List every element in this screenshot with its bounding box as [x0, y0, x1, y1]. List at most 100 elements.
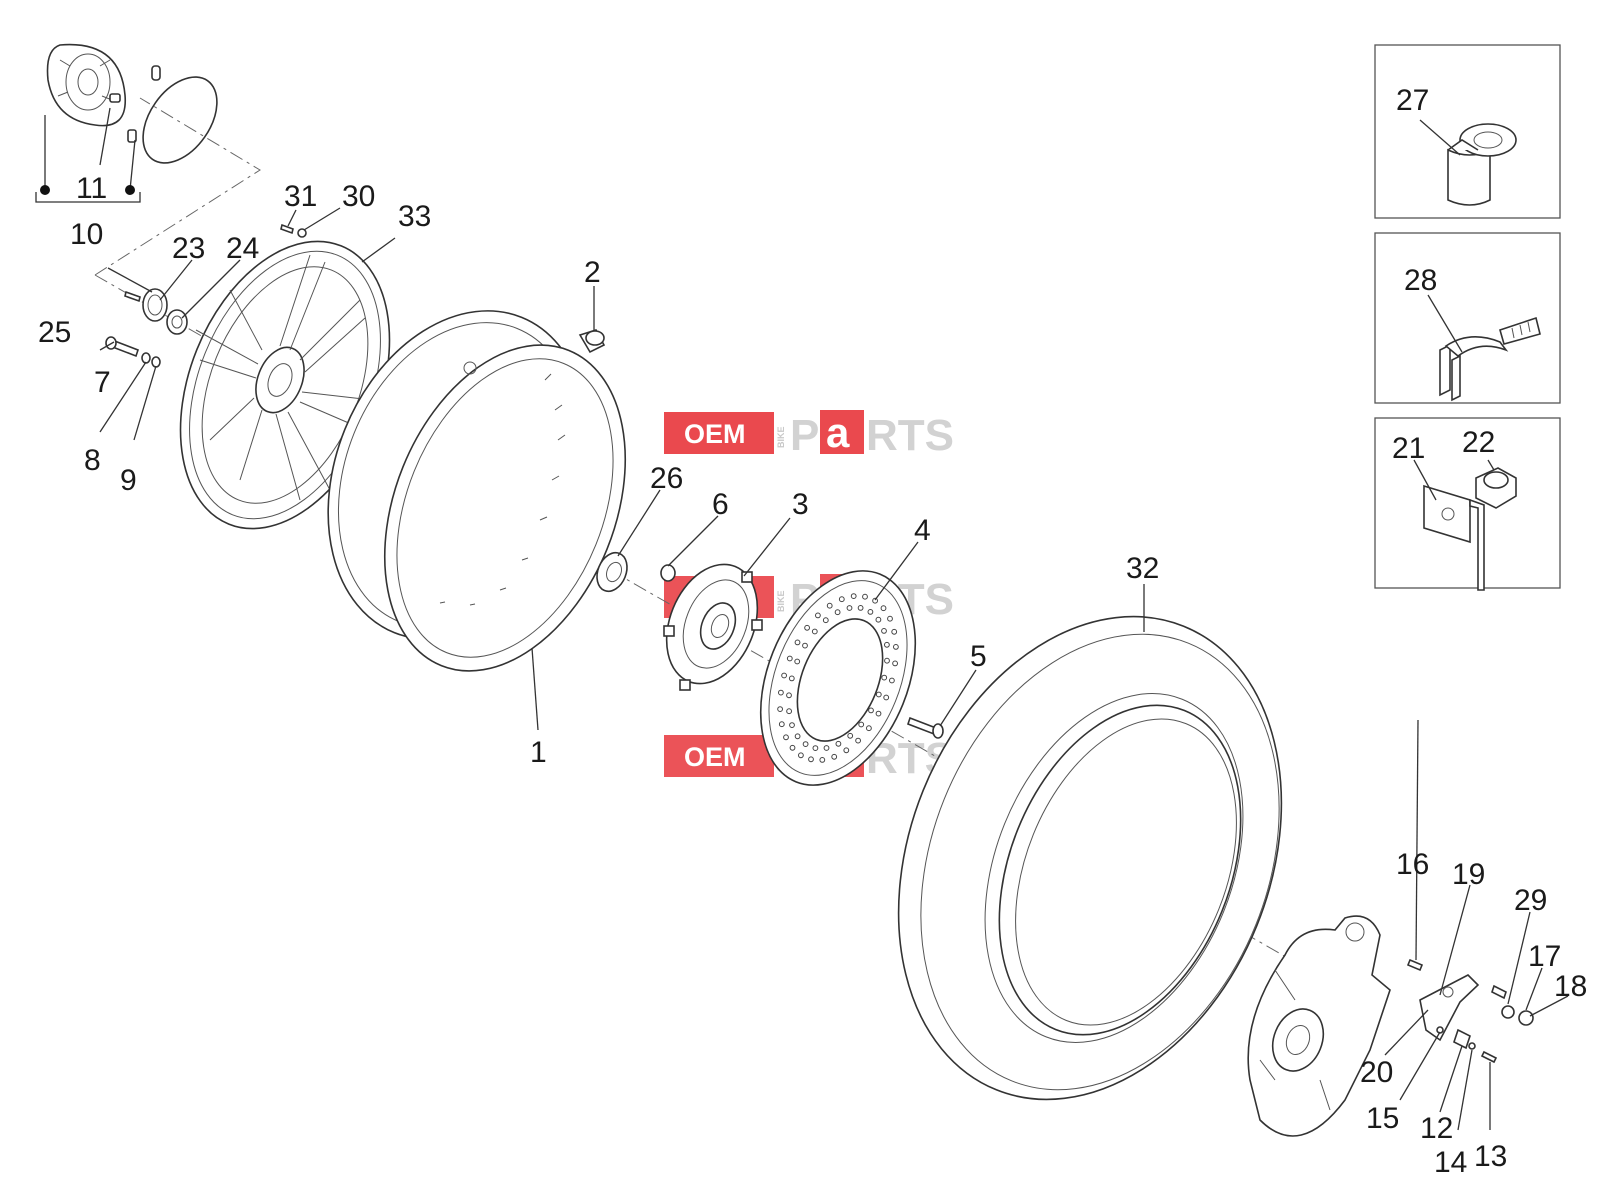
leader-9: [133, 365, 157, 441]
disc-hole: [835, 740, 842, 747]
disc-hole: [815, 612, 821, 619]
disc-hole: [889, 677, 895, 684]
disc-hole: [868, 707, 874, 714]
disc-hole: [802, 741, 809, 747]
leader-7: [99, 341, 115, 351]
disc-hole: [808, 756, 814, 763]
disc-hole: [875, 616, 882, 623]
pin-part: [124, 290, 141, 303]
bracket-10: [35, 192, 141, 203]
leader-17: [1525, 967, 1543, 1011]
disc-hole: [778, 721, 785, 728]
callout-8: 8: [84, 444, 101, 477]
callout-23: 23: [172, 232, 205, 265]
disc-hole: [794, 639, 801, 646]
leader-18: [1529, 995, 1569, 1017]
leader-27: [1419, 119, 1461, 156]
leader-11b: [99, 107, 111, 166]
disc-hole: [794, 733, 801, 740]
leader-23: [159, 259, 193, 301]
leader-16: [1415, 719, 1419, 961]
disc-hole: [850, 593, 857, 599]
disc-hole: [858, 721, 865, 728]
caliper-bracket-part: [1406, 958, 1534, 1064]
screw-part: [280, 223, 294, 235]
disc-hole: [875, 691, 882, 698]
leader-19: [1439, 884, 1471, 996]
leader-26: [617, 489, 661, 557]
bullet-dot: [40, 185, 50, 195]
callout-27: 27: [1396, 84, 1429, 117]
leader-29: [1507, 911, 1531, 1005]
callout-4: 4: [914, 514, 931, 547]
disc-hole: [789, 722, 795, 728]
callout-5: 5: [970, 640, 987, 673]
disc-hole: [819, 757, 826, 763]
wheel-rim-part: [327, 310, 627, 672]
swing-arm-part: [1247, 915, 1391, 1137]
leader-33: [361, 237, 396, 263]
leader-5: [939, 669, 977, 727]
disc-hole: [866, 725, 872, 732]
disc-hole: [788, 675, 795, 682]
callout-11: 11: [76, 172, 107, 205]
disc-hole: [777, 706, 783, 712]
washer-part: [141, 352, 151, 364]
callout-19: 19: [1452, 858, 1485, 891]
disc-hole: [826, 602, 833, 609]
valve-part: [578, 329, 606, 354]
washer-part: [297, 228, 307, 238]
nut-part: [660, 564, 676, 582]
callout-13: 13: [1474, 1140, 1507, 1173]
disc-hole: [884, 657, 890, 664]
leader-3: [743, 517, 791, 577]
callout-14: 14: [1434, 1146, 1467, 1179]
callout-26: 26: [650, 462, 683, 495]
inset-box-28: [1374, 232, 1561, 404]
callout-24: 24: [226, 232, 259, 265]
callout-31: 31: [284, 180, 317, 213]
callout-20: 20: [1360, 1056, 1393, 1089]
disc-hole: [880, 605, 887, 612]
axle-bolt-part: [105, 336, 140, 358]
bearing-part: [142, 288, 188, 335]
disc-hole: [811, 628, 818, 635]
callout-33: 33: [398, 200, 431, 233]
leader-14: [1457, 1049, 1473, 1131]
leader-1: [531, 647, 539, 731]
leader-22: [1487, 459, 1495, 471]
bullet-dot: [125, 185, 135, 195]
disc-hole: [872, 597, 878, 604]
bolt-part: [906, 716, 944, 739]
leader-28: [1427, 294, 1463, 353]
disc-hole: [891, 628, 898, 635]
disc-hole: [883, 694, 890, 701]
callout-29: 29: [1514, 884, 1547, 917]
callout-6: 6: [712, 488, 729, 521]
disc-hole: [778, 689, 784, 696]
disc-hole: [789, 744, 796, 751]
callout-1: 1: [530, 736, 547, 769]
disc-hole: [822, 617, 829, 624]
disc-hole: [857, 605, 864, 611]
brake-disc-part: [759, 570, 917, 786]
disc-hole: [838, 596, 845, 603]
disc-hole: [855, 737, 861, 744]
clip-part: [1447, 123, 1517, 206]
disc-hole: [812, 745, 819, 751]
callout-15: 15: [1366, 1102, 1399, 1135]
disc-hole: [881, 674, 888, 681]
callout-25: 25: [38, 316, 71, 349]
disc-hole: [834, 609, 841, 616]
hub-cover-part: [46, 43, 126, 127]
callout-3: 3: [792, 488, 809, 521]
callout-30: 30: [342, 180, 375, 213]
leader-4: [874, 541, 919, 601]
disc-hole: [867, 609, 874, 615]
disc-hole: [794, 658, 801, 665]
callout-21: 21: [1392, 432, 1425, 465]
callout-10: 10: [70, 218, 103, 251]
disc-hole: [846, 605, 853, 611]
disc-hole: [804, 624, 810, 631]
